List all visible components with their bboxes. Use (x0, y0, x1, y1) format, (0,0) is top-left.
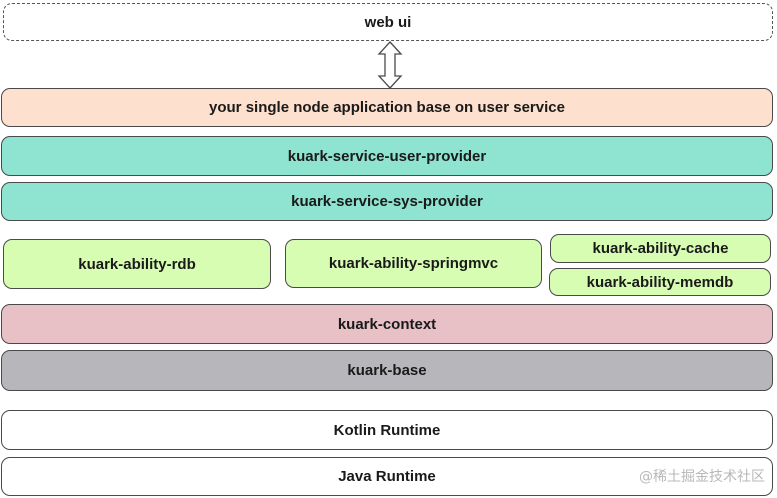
sys-provider-label: kuark-service-sys-provider (291, 193, 483, 210)
web-ui-label: web ui (364, 13, 412, 31)
user-provider-layer: kuark-service-user-provider (1, 136, 773, 176)
application-label: your single node application base on use… (209, 99, 565, 116)
ability-rdb-label: kuark-ability-rdb (78, 255, 196, 273)
watermark-text: @稀土掘金技术社区 (639, 469, 765, 485)
context-layer: kuark-context (1, 304, 773, 344)
web-ui-box: web ui (3, 3, 773, 41)
java-runtime-layer: Java Runtime (1, 457, 773, 496)
ability-springmvc-label: kuark-ability-springmvc (328, 255, 499, 272)
base-layer: kuark-base (1, 350, 773, 391)
java-runtime-label: Java Runtime (338, 468, 436, 485)
ability-springmvc-box: kuark-ability-springmvc (285, 239, 542, 288)
context-label: kuark-context (337, 315, 437, 333)
ability-cache-box: kuark-ability-cache (550, 234, 771, 263)
ability-memdb-label: kuark-ability-memdb (586, 273, 734, 291)
kotlin-runtime-layer: Kotlin Runtime (1, 410, 773, 450)
kotlin-runtime-label: Kotlin Runtime (333, 421, 441, 439)
base-label: kuark-base (347, 362, 427, 379)
sys-provider-layer: kuark-service-sys-provider (1, 182, 773, 221)
application-layer: your single node application base on use… (1, 88, 773, 127)
user-provider-label: kuark-service-user-provider (287, 147, 487, 165)
ability-cache-label: kuark-ability-cache (592, 240, 729, 257)
ability-rdb-box: kuark-ability-rdb (3, 239, 271, 289)
ability-memdb-box: kuark-ability-memdb (549, 268, 771, 296)
bidirectional-arrow-icon (377, 41, 403, 89)
